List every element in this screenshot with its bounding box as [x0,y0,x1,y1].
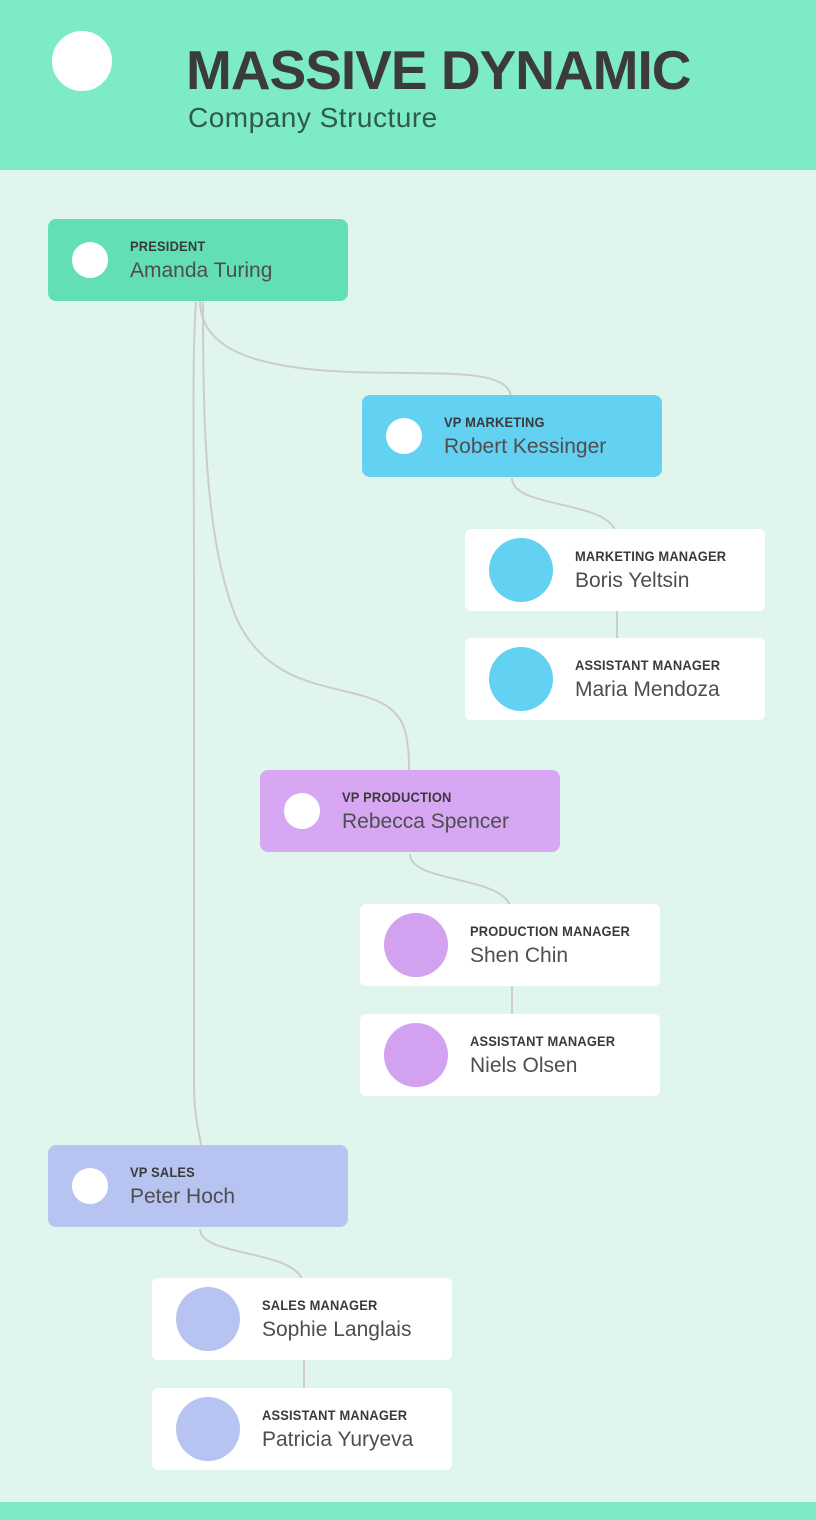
circle-icon [384,913,448,977]
node-person: Robert Kessinger [444,434,607,458]
org-node-sales-manager: SALES MANAGER Sophie Langlais [152,1278,452,1360]
company-logo-icon [52,31,112,91]
node-role: VP SALES [130,1163,195,1180]
node-role: VP PRODUCTION [342,788,452,805]
donut-icon [72,1168,108,1204]
node-role: SALES MANAGER [262,1296,378,1313]
org-node-assistant-manager-marketing: ASSISTANT MANAGER Maria Mendoza [465,638,765,720]
donut-icon [386,418,422,454]
page-subtitle: Company Structure [188,102,438,133]
donut-icon [284,793,320,829]
org-node-vp-marketing: VP MARKETING Robert Kessinger [362,395,662,477]
org-node-vp-sales: VP SALES Peter Hoch [48,1145,348,1227]
node-role: PRESIDENT [130,237,206,254]
circle-icon [384,1023,448,1087]
org-node-vp-production: VP PRODUCTION Rebecca Spencer [260,770,560,852]
node-role: VP MARKETING [444,413,545,430]
node-person: Sophie Langlais [262,1317,412,1341]
node-person: Niels Olsen [470,1053,578,1077]
circle-icon [489,647,553,711]
org-node-marketing-manager: MARKETING MANAGER Boris Yeltsin [465,529,765,611]
circle-icon [176,1287,240,1351]
node-person: Boris Yeltsin [575,568,690,592]
circle-icon [489,538,553,602]
page-title: MASSIVE DYNAMIC [186,39,691,101]
node-person: Rebecca Spencer [342,809,509,833]
org-node-president: PRESIDENT Amanda Turing [48,219,348,301]
node-role: ASSISTANT MANAGER [470,1032,616,1049]
footer-strip [0,1502,816,1520]
donut-icon [72,242,108,278]
circle-icon [176,1397,240,1461]
node-person: Maria Mendoza [575,677,720,701]
node-person: Patricia Yuryeva [262,1427,414,1451]
node-role: MARKETING MANAGER [575,547,727,564]
node-person: Shen Chin [470,943,569,967]
node-role: ASSISTANT MANAGER [575,656,721,673]
org-node-assistant-manager-production: ASSISTANT MANAGER Niels Olsen [360,1014,660,1096]
node-role: PRODUCTION MANAGER [470,922,631,939]
node-role: ASSISTANT MANAGER [262,1406,408,1423]
header: MASSIVE DYNAMIC Company Structure [0,0,816,170]
org-node-production-manager: PRODUCTION MANAGER Shen Chin [360,904,660,986]
node-person: Peter Hoch [130,1184,236,1208]
org-node-assistant-manager-sales: ASSISTANT MANAGER Patricia Yuryeva [152,1388,452,1470]
node-person: Amanda Turing [130,258,273,282]
